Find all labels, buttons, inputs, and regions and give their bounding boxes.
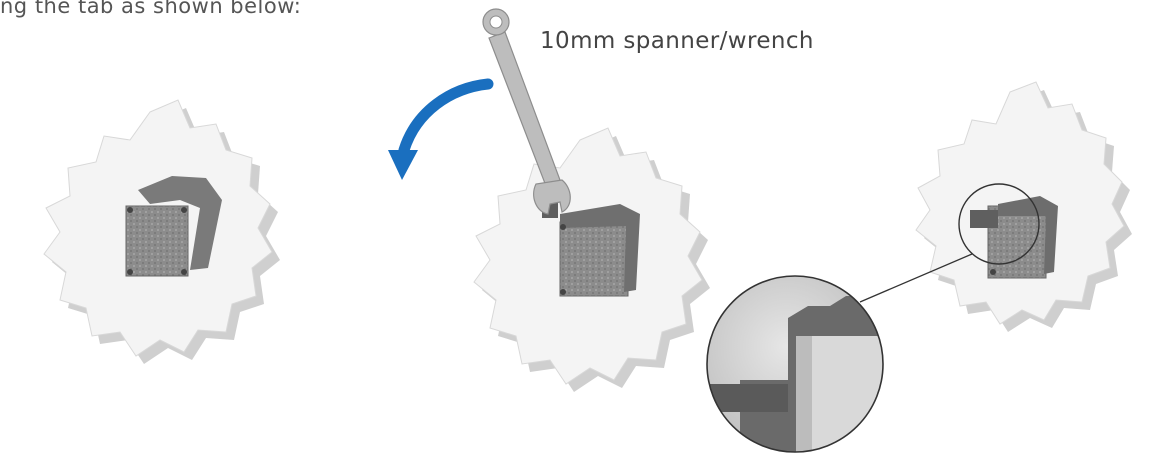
straight-tab: [138, 176, 222, 270]
bent-tab-tip: [970, 210, 998, 228]
instruction-caption: ng the tab as shown below:: [0, 0, 302, 18]
bending-tab: [560, 204, 640, 292]
step-2-gear: [388, 8, 710, 392]
zoom-detail: [706, 275, 884, 453]
callout-line: [859, 253, 973, 303]
detail-highlight-circle: [958, 183, 1040, 265]
step-1-gear: [43, 99, 280, 364]
mount-block: [125, 205, 189, 277]
spanner: [482, 8, 571, 215]
step-3-gear: [859, 81, 1132, 332]
mount-block: [559, 221, 629, 297]
rotation-arrow: [388, 78, 494, 180]
spanner-label: 10mm spanner/wrench: [540, 28, 814, 54]
bent-tab: [998, 196, 1058, 274]
